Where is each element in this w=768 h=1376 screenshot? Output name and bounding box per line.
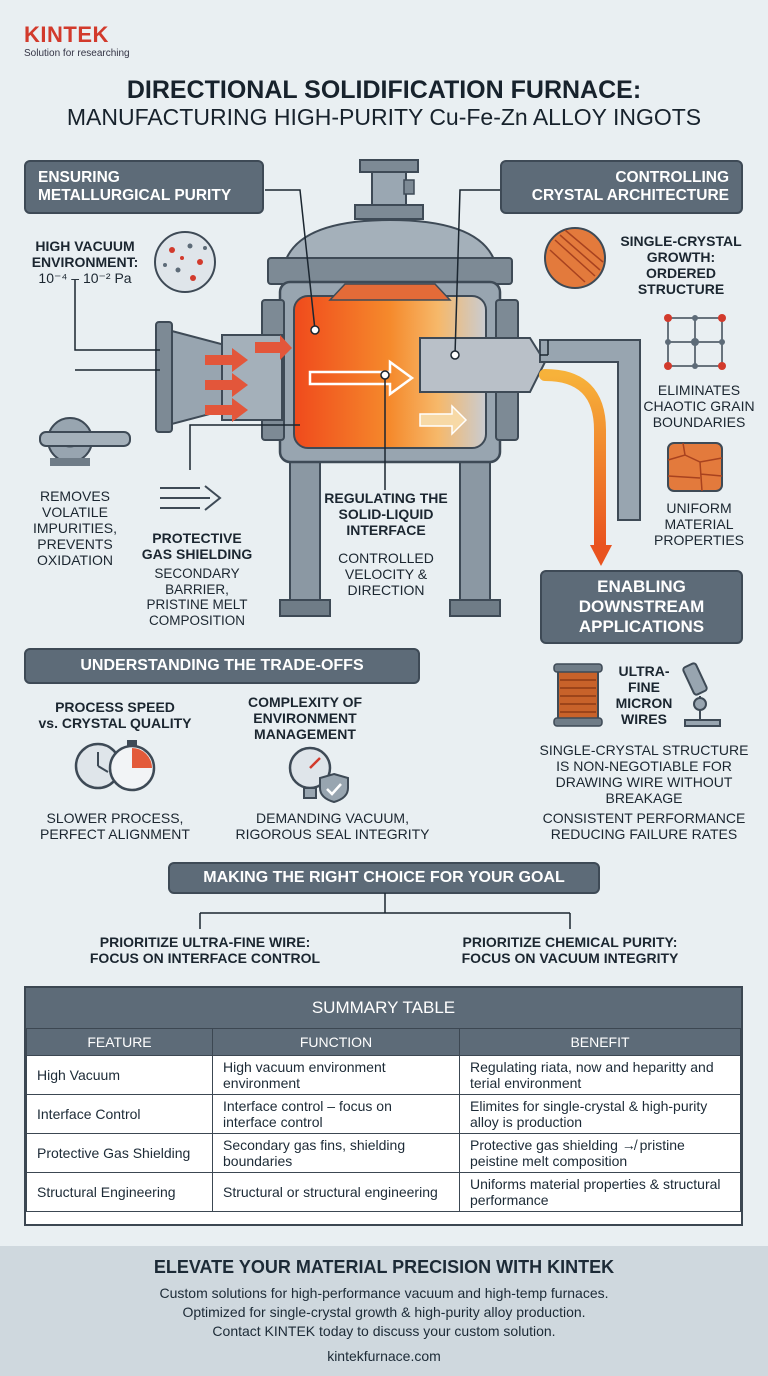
tradeoffs-header: UNDERSTANDING THE TRADE-OFFS — [24, 648, 420, 684]
stopwatch-icon — [108, 740, 156, 792]
lattice-icon — [664, 314, 726, 370]
purity-header: ENSURING METALLURGICAL PURITY — [24, 160, 264, 214]
footer-website-link[interactable]: kintekfurnace.com — [327, 1348, 441, 1364]
vacuum-particles-icon — [154, 231, 216, 293]
fine-wires-label: ULTRA- FINE MICRON WIRES — [615, 663, 673, 728]
crystal-header: CONTROLLING CRYSTAL ARCHITECTURE — [500, 160, 743, 214]
wire-spool-icon — [553, 663, 603, 727]
footer-line3: Contact KINTEK today to discuss your cus… — [212, 1323, 556, 1339]
footer-line2: Optimized for single-crystal growth & hi… — [182, 1304, 586, 1320]
grain-boundaries-label: ELIMINATES CHAOTIC GRAIN BOUNDARIES — [643, 382, 755, 431]
speed-quality-desc: SLOWER PROCESS, PERFECT ALIGNMENT — [40, 810, 190, 843]
header-benefit: BENEFIT — [459, 1028, 741, 1056]
outlet-pipe — [539, 339, 641, 521]
choice-connector — [199, 893, 571, 929]
choice-header: MAKING THE RIGHT CHOICE FOR YOUR GOAL — [168, 862, 600, 894]
uniform-grains-icon — [667, 442, 723, 492]
choice-left: PRIORITIZE ULTRA-FINE WIRE: FOCUS ON INT… — [89, 934, 321, 967]
stopwatch-icons — [74, 740, 156, 792]
gas-shielding-label: PROTECTIVE GAS SHIELDING — [141, 530, 253, 563]
downstream-performance: CONSISTENT PERFORMANCE REDUCING FAILURE … — [542, 810, 746, 843]
downstream-icons — [553, 662, 721, 727]
interface-desc: CONTROLLED VELOCITY & DIRECTION — [338, 550, 434, 599]
molten-stream — [539, 369, 606, 551]
removes-impurities-label: REMOVES VOLATILE IMPURITIES, PREVENTS OX… — [32, 488, 117, 569]
purity-header-line2: METALLURGICAL PURITY — [38, 187, 232, 204]
brand-logo: KINTEK — [24, 22, 109, 47]
vacuum-pump-icon — [39, 417, 131, 466]
purity-header-line1: ENSURING — [38, 169, 120, 186]
downstream-header: ENABLING DOWNSTREAM APPLICATIONS — [540, 570, 743, 644]
choice-right: PRIORITIZE CHEMICAL PURITY: FOCUS ON VAC… — [461, 934, 679, 967]
microscope-icon — [682, 662, 721, 727]
crystal-header-line2: CRYSTAL ARCHITECTURE — [531, 187, 729, 204]
vacuum-label: HIGH VACUUM ENVIRONMENT: 10⁻⁴ – 10⁻² Pa — [31, 238, 139, 287]
uniform-properties-label: UNIFORM MATERIAL PROPERTIES — [654, 500, 744, 549]
solidified-ingot — [419, 337, 547, 393]
downstream-desc: SINGLE-CRYSTAL STRUCTURE IS NON-NEGOTIAB… — [539, 742, 749, 807]
footer-title: ELEVATE YOUR MATERIAL PRECISION WITH KIN… — [153, 1257, 615, 1277]
heater-element — [328, 283, 452, 301]
footer-line1: Custom solutions for high-performance va… — [159, 1285, 609, 1301]
table-row: Structural Engineering Structural or str… — [26, 1172, 741, 1212]
summary-table: SUMMARY TABLE FEATURE FUNCTION BENEFIT H… — [24, 986, 743, 1226]
speed-quality-label: PROCESS SPEED vs. CRYSTAL QUALITY — [38, 699, 192, 732]
gas-flow-icon — [160, 485, 222, 511]
environment-label: COMPLEXITY OF ENVIRONMENT MANAGEMENT — [247, 694, 363, 743]
shield-check-icon — [319, 772, 349, 804]
furnace-illustration — [39, 159, 726, 617]
page-title: DIRECTIONAL SOLIDIFICATION FURNACE: — [126, 76, 642, 104]
interface-label: REGULATING THE SOLID-LIQUID INTERFACE — [324, 490, 448, 539]
gas-shielding-desc: SECONDARY BARRIER, PRISTINE MELT COMPOSI… — [146, 566, 248, 628]
gauge-shield-icons — [288, 746, 349, 804]
table-row: High Vacuum High vacuum environment envi… — [26, 1055, 741, 1095]
table-row: Interface Control Interface control – fo… — [26, 1094, 741, 1134]
table-row: Protective Gas Shielding Secondary gas f… — [26, 1133, 741, 1173]
furnace-dome — [283, 218, 497, 263]
furnace-chimney — [354, 159, 424, 220]
header-function: FUNCTION — [212, 1028, 460, 1056]
page-subtitle: MANUFACTURING HIGH-PURITY Cu-Fe-Zn ALLOY… — [66, 104, 702, 130]
summary-title: SUMMARY TABLE — [26, 988, 741, 1028]
single-crystal-icon — [544, 227, 606, 289]
callout-lines — [74, 189, 549, 490]
interface-arrow — [308, 359, 415, 397]
footer-band — [0, 1246, 768, 1376]
gas-inlet — [155, 321, 292, 433]
clock-icon — [74, 742, 122, 790]
header-feature: FEATURE — [26, 1028, 213, 1056]
brand-tagline: Solution for researching — [24, 48, 130, 59]
environment-desc: DEMANDING VACUUM, RIGOROUS SEAL INTEGRIT… — [235, 810, 430, 843]
single-crystal-label: SINGLE-CRYSTAL GROWTH: ORDERED STRUCTURE — [620, 233, 742, 298]
crystal-header-line1: CONTROLLING — [615, 169, 729, 186]
